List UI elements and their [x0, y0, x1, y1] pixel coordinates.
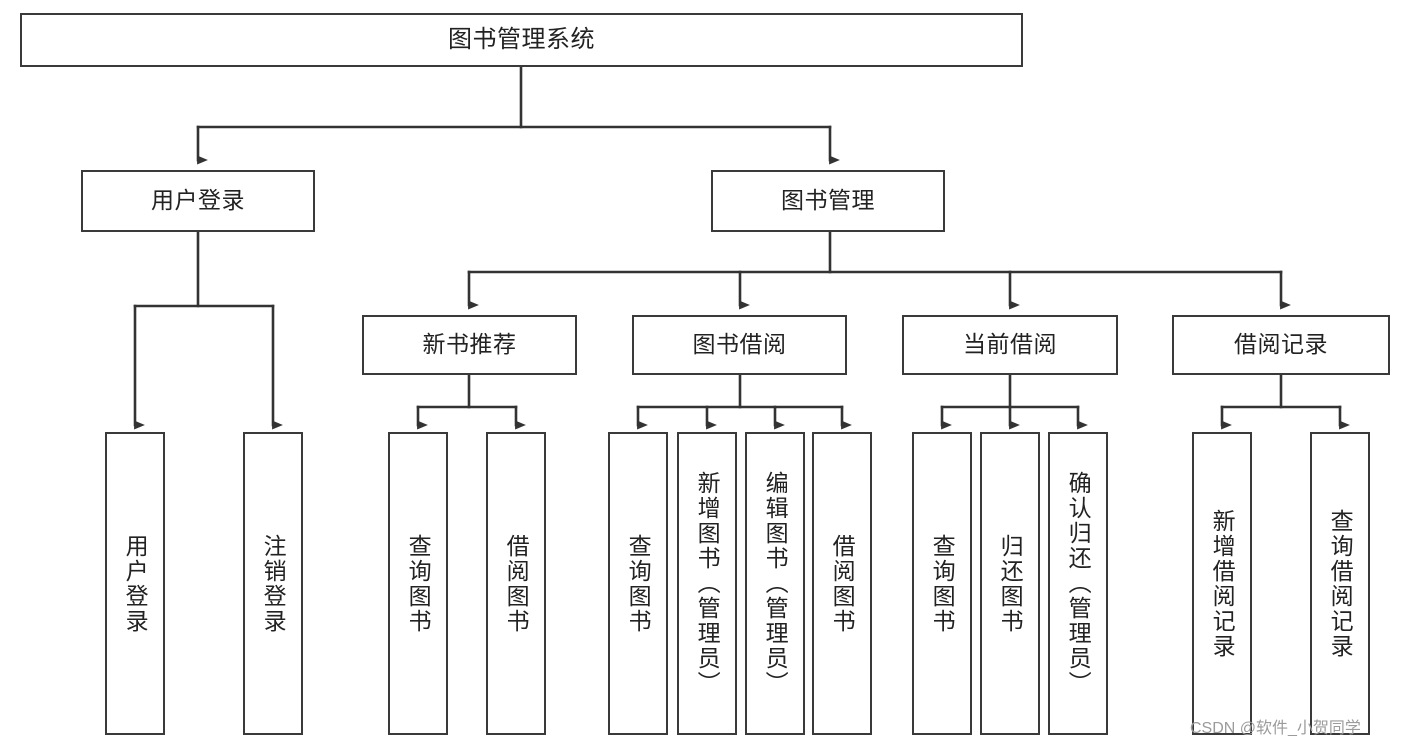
node-leaf-confirm-return[interactable]: 确认归还（管理员） — [1048, 432, 1108, 735]
node-leaf-borrow-book-2[interactable]: 借阅图书 — [812, 432, 872, 735]
node-leaf-query-book-3[interactable]: 查询图书 — [912, 432, 972, 735]
node-leaf-add-book-label: 新增图书（管理员） — [694, 471, 721, 696]
node-current-borrow[interactable]: 当前借阅 — [902, 315, 1118, 375]
node-leaf-query-book-1[interactable]: 查询图书 — [388, 432, 448, 735]
node-leaf-query-book-1-label: 查询图书 — [405, 533, 432, 634]
node-leaf-query-record[interactable]: 查询借阅记录 — [1310, 432, 1370, 735]
node-leaf-add-record-label: 新增借阅记录 — [1209, 508, 1236, 659]
node-new-book-rec-label: 新书推荐 — [422, 331, 517, 358]
node-book-borrow-label: 图书借阅 — [692, 331, 787, 358]
node-leaf-query-record-label: 查询借阅记录 — [1327, 508, 1354, 659]
node-leaf-return-book-label: 归还图书 — [997, 533, 1024, 634]
node-leaf-query-book-3-label: 查询图书 — [929, 533, 956, 634]
node-leaf-query-book-2[interactable]: 查询图书 — [608, 432, 668, 735]
node-leaf-return-book[interactable]: 归还图书 — [980, 432, 1040, 735]
node-leaf-edit-book-label: 编辑图书（管理员） — [762, 471, 789, 696]
node-leaf-borrow-book-1-label: 借阅图书 — [503, 533, 530, 634]
node-borrow-record-label: 借阅记录 — [1234, 331, 1328, 358]
node-leaf-user-login[interactable]: 用户登录 — [105, 432, 165, 735]
node-new-book-rec[interactable]: 新书推荐 — [362, 315, 577, 375]
node-leaf-logout-label: 注销登录 — [260, 533, 287, 634]
node-leaf-logout[interactable]: 注销登录 — [243, 432, 303, 735]
node-leaf-confirm-return-label: 确认归还（管理员） — [1065, 471, 1092, 696]
node-root-label: 图书管理系统 — [448, 25, 595, 53]
node-leaf-add-record[interactable]: 新增借阅记录 — [1192, 432, 1252, 735]
csdn-watermark: CSDN @软件_小贺同学 — [1190, 720, 1361, 737]
node-leaf-add-book[interactable]: 新增图书（管理员） — [677, 432, 737, 735]
node-user-login[interactable]: 用户登录 — [81, 170, 315, 232]
node-leaf-borrow-book-2-label: 借阅图书 — [829, 533, 856, 634]
node-leaf-edit-book[interactable]: 编辑图书（管理员） — [745, 432, 805, 735]
node-book-borrow[interactable]: 图书借阅 — [632, 315, 847, 375]
node-book-manage-label: 图书管理 — [781, 187, 875, 214]
node-leaf-borrow-book-1[interactable]: 借阅图书 — [486, 432, 546, 735]
node-current-borrow-label: 当前借阅 — [963, 331, 1057, 358]
node-user-login-label: 用户登录 — [151, 187, 245, 214]
node-book-manage[interactable]: 图书管理 — [711, 170, 945, 232]
node-borrow-record[interactable]: 借阅记录 — [1172, 315, 1390, 375]
node-leaf-user-login-label: 用户登录 — [122, 533, 149, 634]
node-leaf-query-book-2-label: 查询图书 — [625, 533, 652, 634]
node-root[interactable]: 图书管理系统 — [20, 13, 1023, 67]
